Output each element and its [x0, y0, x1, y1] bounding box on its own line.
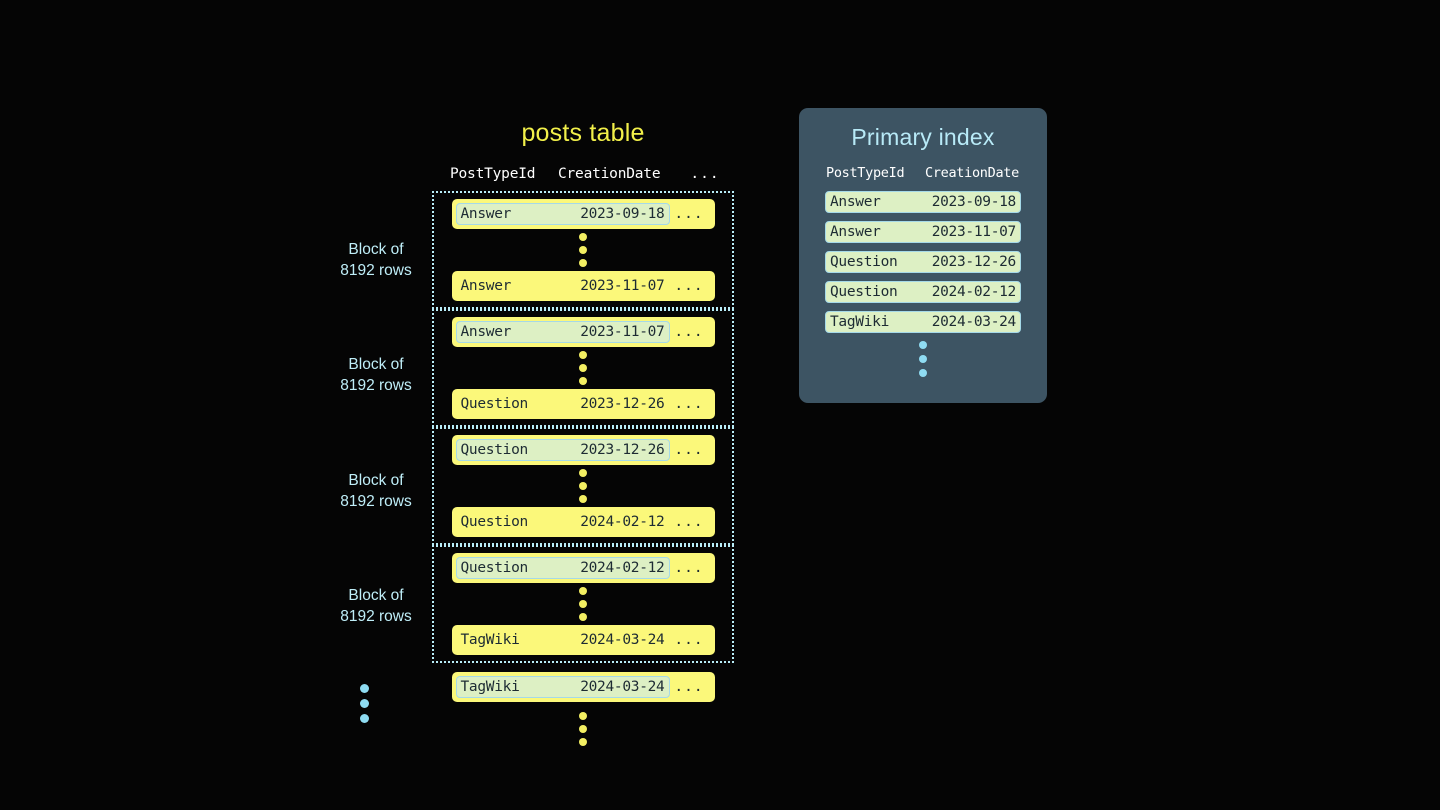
- cell-creationdate: 2024-03-24: [580, 632, 665, 648]
- cell-posttypeid: Question: [460, 560, 529, 576]
- cell-creationdate: 2023-12-26: [931, 254, 1017, 270]
- row-key: Answer 2023-11-07: [456, 275, 670, 297]
- cell-creationdate: 2023-12-26: [580, 396, 665, 412]
- column-header-ellipsis: ...: [690, 166, 720, 182]
- table-row: Question 2023-12-26 ...: [451, 435, 715, 465]
- tail-row-wrap: TagWiki 2024-03-24 ...: [432, 672, 734, 750]
- posts-table-title: posts table: [521, 119, 645, 147]
- left-vertical-ellipsis-icon: [360, 684, 369, 723]
- cell-creationdate: 2023-11-07: [580, 278, 665, 294]
- posts-table-group: posts table PostTypeId CreationDate ... …: [432, 118, 734, 750]
- vertical-ellipsis-icon: [434, 465, 732, 507]
- primary-index-title: Primary index: [851, 124, 995, 150]
- row-key-highlight: TagWiki 2024-03-24: [455, 676, 670, 698]
- cell-creationdate: 2024-02-12: [931, 284, 1017, 300]
- table-row: Question 2024-02-12 ...: [451, 507, 715, 537]
- cell-ellipsis: ...: [674, 206, 704, 222]
- table-row: TagWiki 2024-03-24 ...: [451, 672, 715, 702]
- table-block: Question 2024-02-12 ... TagWiki 2024-03-…: [432, 545, 734, 663]
- row-key: Question 2023-12-26: [456, 393, 670, 415]
- block-label-1: Block of 8192 rows: [311, 239, 441, 281]
- row-key-highlight: Answer 2023-11-07: [455, 321, 670, 343]
- cell-posttypeid: TagWiki: [830, 314, 890, 330]
- row-key: Question 2024-02-12: [456, 511, 670, 533]
- index-row: Question 2023-12-26: [825, 251, 1021, 273]
- table-block: Question 2023-12-26 ... Question 2024-02…: [432, 427, 734, 545]
- cell-posttypeid: Question: [460, 396, 529, 412]
- cell-ellipsis: ...: [674, 560, 704, 576]
- index-row: Answer 2023-09-18: [825, 191, 1021, 213]
- index-row: TagWiki 2024-03-24: [825, 311, 1021, 333]
- table-block: Answer 2023-11-07 ... Question 2023-12-2…: [432, 309, 734, 427]
- table-row: Answer 2023-11-07 ...: [451, 317, 715, 347]
- cell-posttypeid: Question: [830, 284, 898, 300]
- block-label-3: Block of 8192 rows: [311, 470, 441, 512]
- cell-ellipsis: ...: [674, 679, 704, 695]
- cell-ellipsis: ...: [674, 396, 704, 412]
- cell-creationdate: 2023-11-07: [580, 324, 665, 340]
- block-label-4: Block of 8192 rows: [311, 585, 441, 627]
- vertical-ellipsis-icon: [432, 708, 734, 750]
- cell-creationdate: 2024-03-24: [580, 679, 665, 695]
- row-key-highlight: Question 2024-02-12: [455, 557, 670, 579]
- column-header-posttypeid: PostTypeId: [826, 165, 905, 181]
- vertical-ellipsis-icon: [434, 229, 732, 271]
- block-label-line1: Block of: [348, 472, 404, 489]
- posts-table-column-headers: PostTypeId CreationDate ...: [432, 162, 734, 186]
- block-label-line2: 8192 rows: [340, 493, 412, 510]
- primary-index-panel: Primary index PostTypeId CreationDate An…: [799, 108, 1047, 403]
- cell-posttypeid: Answer: [460, 278, 512, 294]
- cell-creationdate: 2023-11-07: [931, 224, 1017, 240]
- primary-index-rows: Answer 2023-09-18 Answer 2023-11-07 Ques…: [799, 191, 1047, 333]
- primary-index-column-headers: PostTypeId CreationDate: [799, 165, 1047, 181]
- column-header-posttypeid: PostTypeId: [450, 166, 536, 182]
- index-row: Question 2024-02-12: [825, 281, 1021, 303]
- cell-ellipsis: ...: [674, 514, 704, 530]
- table-row: Question 2024-02-12 ...: [451, 553, 715, 583]
- cell-creationdate: 2024-02-12: [580, 560, 665, 576]
- table-row: TagWiki 2024-03-24 ...: [451, 625, 715, 655]
- cell-posttypeid: Question: [460, 514, 529, 530]
- table-block: Answer 2023-09-18 ... Answer 2023-11-07 …: [432, 191, 734, 309]
- table-row: Answer 2023-11-07 ...: [451, 271, 715, 301]
- cell-creationdate: 2024-03-24: [931, 314, 1017, 330]
- cell-posttypeid: Answer: [460, 324, 512, 340]
- cell-posttypeid: Answer: [460, 206, 512, 222]
- cell-posttypeid: TagWiki: [460, 632, 520, 648]
- index-row: Answer 2023-11-07: [825, 221, 1021, 243]
- block-label-line1: Block of: [348, 241, 404, 258]
- cell-posttypeid: TagWiki: [460, 679, 520, 695]
- cell-ellipsis: ...: [674, 278, 704, 294]
- cell-creationdate: 2024-02-12: [580, 514, 665, 530]
- block-label-line1: Block of: [348, 356, 404, 373]
- cell-ellipsis: ...: [674, 632, 704, 648]
- row-key-highlight: Question 2023-12-26: [455, 439, 670, 461]
- cell-creationdate: 2023-09-18: [931, 194, 1017, 210]
- block-label-line1: Block of: [348, 587, 404, 604]
- row-key: TagWiki 2024-03-24: [456, 629, 670, 651]
- column-header-creationdate: CreationDate: [925, 165, 1019, 181]
- cell-ellipsis: ...: [674, 324, 704, 340]
- table-row: Question 2023-12-26 ...: [451, 389, 715, 419]
- cell-posttypeid: Question: [460, 442, 529, 458]
- cell-creationdate: 2023-12-26: [580, 442, 665, 458]
- cell-posttypeid: Answer: [830, 224, 881, 240]
- blocks-stack: Answer 2023-09-18 ... Answer 2023-11-07 …: [432, 191, 734, 663]
- cell-posttypeid: Answer: [830, 194, 881, 210]
- block-label-line2: 8192 rows: [340, 377, 412, 394]
- block-label-2: Block of 8192 rows: [311, 354, 441, 396]
- vertical-ellipsis-icon: [434, 347, 732, 389]
- row-key-highlight: Answer 2023-09-18: [455, 203, 670, 225]
- table-row: Answer 2023-09-18 ...: [451, 199, 715, 229]
- vertical-ellipsis-icon: [434, 583, 732, 625]
- block-label-line2: 8192 rows: [340, 262, 412, 279]
- cell-posttypeid: Question: [830, 254, 898, 270]
- cell-creationdate: 2023-09-18: [580, 206, 665, 222]
- vertical-ellipsis-icon: [799, 341, 1047, 377]
- column-header-creationdate: CreationDate: [558, 166, 661, 182]
- cell-ellipsis: ...: [674, 442, 704, 458]
- block-label-line2: 8192 rows: [340, 608, 412, 625]
